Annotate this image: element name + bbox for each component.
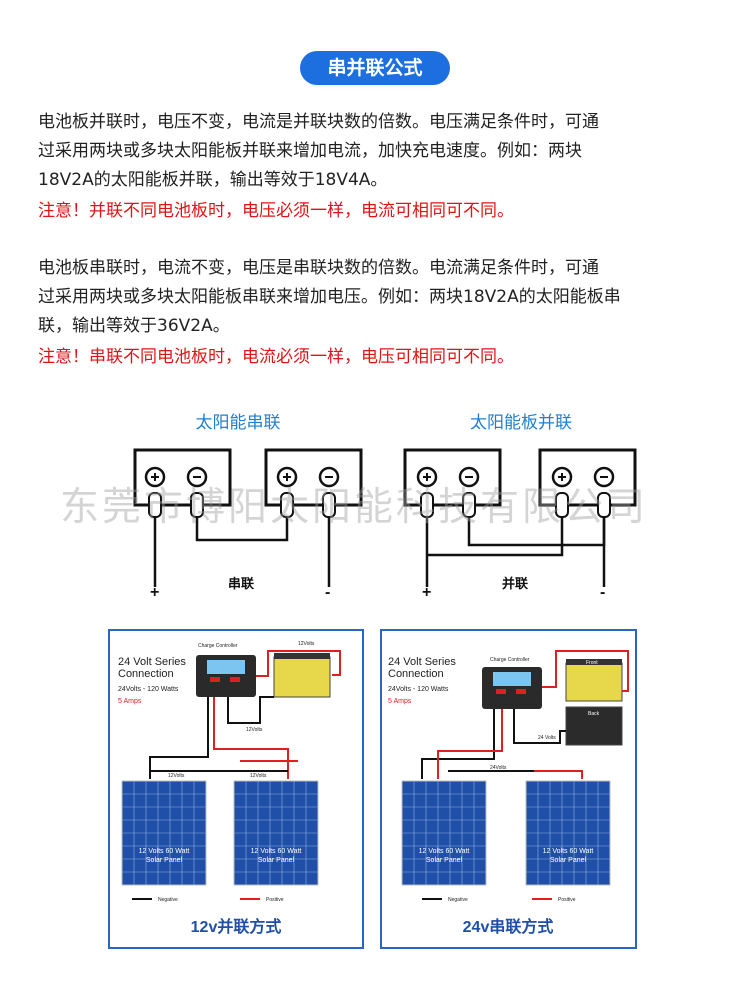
series-plus-label: + (150, 584, 159, 601)
panel-1-left-text-2: Solar Panel (146, 857, 183, 864)
series-label: 串联 (228, 576, 254, 591)
panel-2-battery-front (565, 662, 623, 702)
panel-2-solar-panel-right: 12 Volts 60 Watt Solar Panel (525, 780, 611, 886)
panel-2-legend-positive: Positive (558, 897, 576, 903)
panel-1-right-text-1: 12 Volts 60 Watt (251, 848, 302, 855)
parallel-paragraph-line-2: 过采用两块或多块太阳能板并联来增加电流，加快充电速度。例如：两块 (38, 141, 582, 161)
panel-2-battery-back (565, 706, 623, 746)
panel-2-heading-2: Connection (388, 668, 444, 680)
panel-1-solar-panel-right: 12 Volts 60 Watt Solar Panel (233, 780, 319, 886)
panel-1-controller-label: Charge Controller (198, 643, 238, 649)
panel-1-caption: 12v并联方式 (191, 917, 282, 936)
panel-1-legend-positive: Positive (266, 897, 284, 903)
series-paragraph-line-1: 电池板串联时，电流不变，电压是串联块数的倍数。电流满足条件时，可通 (38, 258, 599, 278)
panel-1-amps: 5 Amps (118, 698, 142, 705)
panel-2-wire-label-1: 24 Volts (538, 735, 556, 741)
panel-2-legend-negative: Negative (448, 897, 468, 903)
section-title-badge: 串并联公式 (300, 51, 450, 85)
panel-1-illustration: 24 Volt Series Connection 24Volts - 120 … (118, 641, 341, 936)
panel-2-left-text-2: Solar Panel (426, 857, 463, 864)
parallel-note: 注意！并联不同电池板时，电压必须一样，电流可相同可不同。 (38, 201, 514, 221)
panel-2-illustration: 24 Volt Series Connection 24Volts - 120 … (388, 650, 629, 936)
panel-parallel-12v: 24 Volt Series Connection 24Volts - 120 … (108, 629, 364, 949)
panel-2-battery-back-label: Back (588, 711, 600, 717)
panel-1-wire-label-1: 12Volts (246, 727, 263, 733)
panel-series-24v: 24 Volt Series Connection 24Volts - 120 … (380, 629, 637, 949)
panel-1-solar-panel-left: 12 Volts 60 Watt Solar Panel (121, 780, 207, 886)
panel-2-spec: 24Volts - 120 Watts (388, 686, 449, 693)
company-watermark: 东莞市博阳太阳能科技有限公司 (60, 485, 649, 530)
parallel-diagram-title: 太阳能板并联 (470, 413, 572, 433)
panel-2-battery-front-label: Front (586, 660, 598, 666)
panel-2-wire-label-2: 24Volts (490, 765, 507, 771)
panel-2-left-text-1: 12 Volts 60 Watt (419, 848, 470, 855)
panel-1-battery-label: 12Volts (298, 641, 315, 647)
series-minus-label: - (325, 584, 330, 601)
series-paragraph-line-3: 联，输出等效于36V2A。 (38, 316, 230, 336)
parallel-plus-label: + (422, 584, 431, 601)
panel-1-wire-label-2: 12Volts (168, 773, 185, 779)
panel-1-heading-2: Connection (118, 668, 174, 680)
parallel-paragraph-line-3: 18V2A的太阳能板并联，输出等效于18V4A。 (38, 170, 388, 190)
series-paragraph-line-2: 过采用两块或多块太阳能板串联来增加电压。例如：两块18V2A的太阳能板串 (38, 287, 621, 307)
panel-1-right-text-2: Solar Panel (258, 857, 295, 864)
parallel-label: 并联 (502, 576, 528, 591)
panel-2-controller-label: Charge Controller (490, 657, 530, 663)
panel-2-solar-panel-left: 12 Volts 60 Watt Solar Panel (401, 780, 487, 886)
panel-1-wire-label-3: 12Volts (250, 773, 267, 779)
panel-1-left-text-1: 12 Volts 60 Watt (139, 848, 190, 855)
wiring-diagrams: + - 串联 + - 并联 (133, 448, 637, 601)
series-note: 注意！串联不同电池板时，电流必须一样，电压可相同可不同。 (38, 347, 514, 367)
parallel-minus-label: - (600, 584, 605, 601)
panel-2-right-text-2: Solar Panel (550, 857, 587, 864)
panel-2-right-text-1: 12 Volts 60 Watt (543, 848, 594, 855)
panel-1-legend-negative: Negative (158, 897, 178, 903)
panel-1-spec: 24Volts - 120 Watts (118, 686, 179, 693)
series-diagram-title: 太阳能串联 (195, 413, 281, 433)
panel-2-caption: 24v串联方式 (463, 917, 554, 936)
panel-2-heading-1: 24 Volt Series (388, 656, 456, 668)
panel-1-battery (273, 656, 331, 698)
parallel-paragraph-line-1: 电池板并联时，电压不变，电流是并联块数的倍数。电压满足条件时，可通 (38, 112, 599, 132)
panel-2-amps: 5 Amps (388, 698, 412, 705)
panel-1-heading-1: 24 Volt Series (118, 656, 186, 668)
